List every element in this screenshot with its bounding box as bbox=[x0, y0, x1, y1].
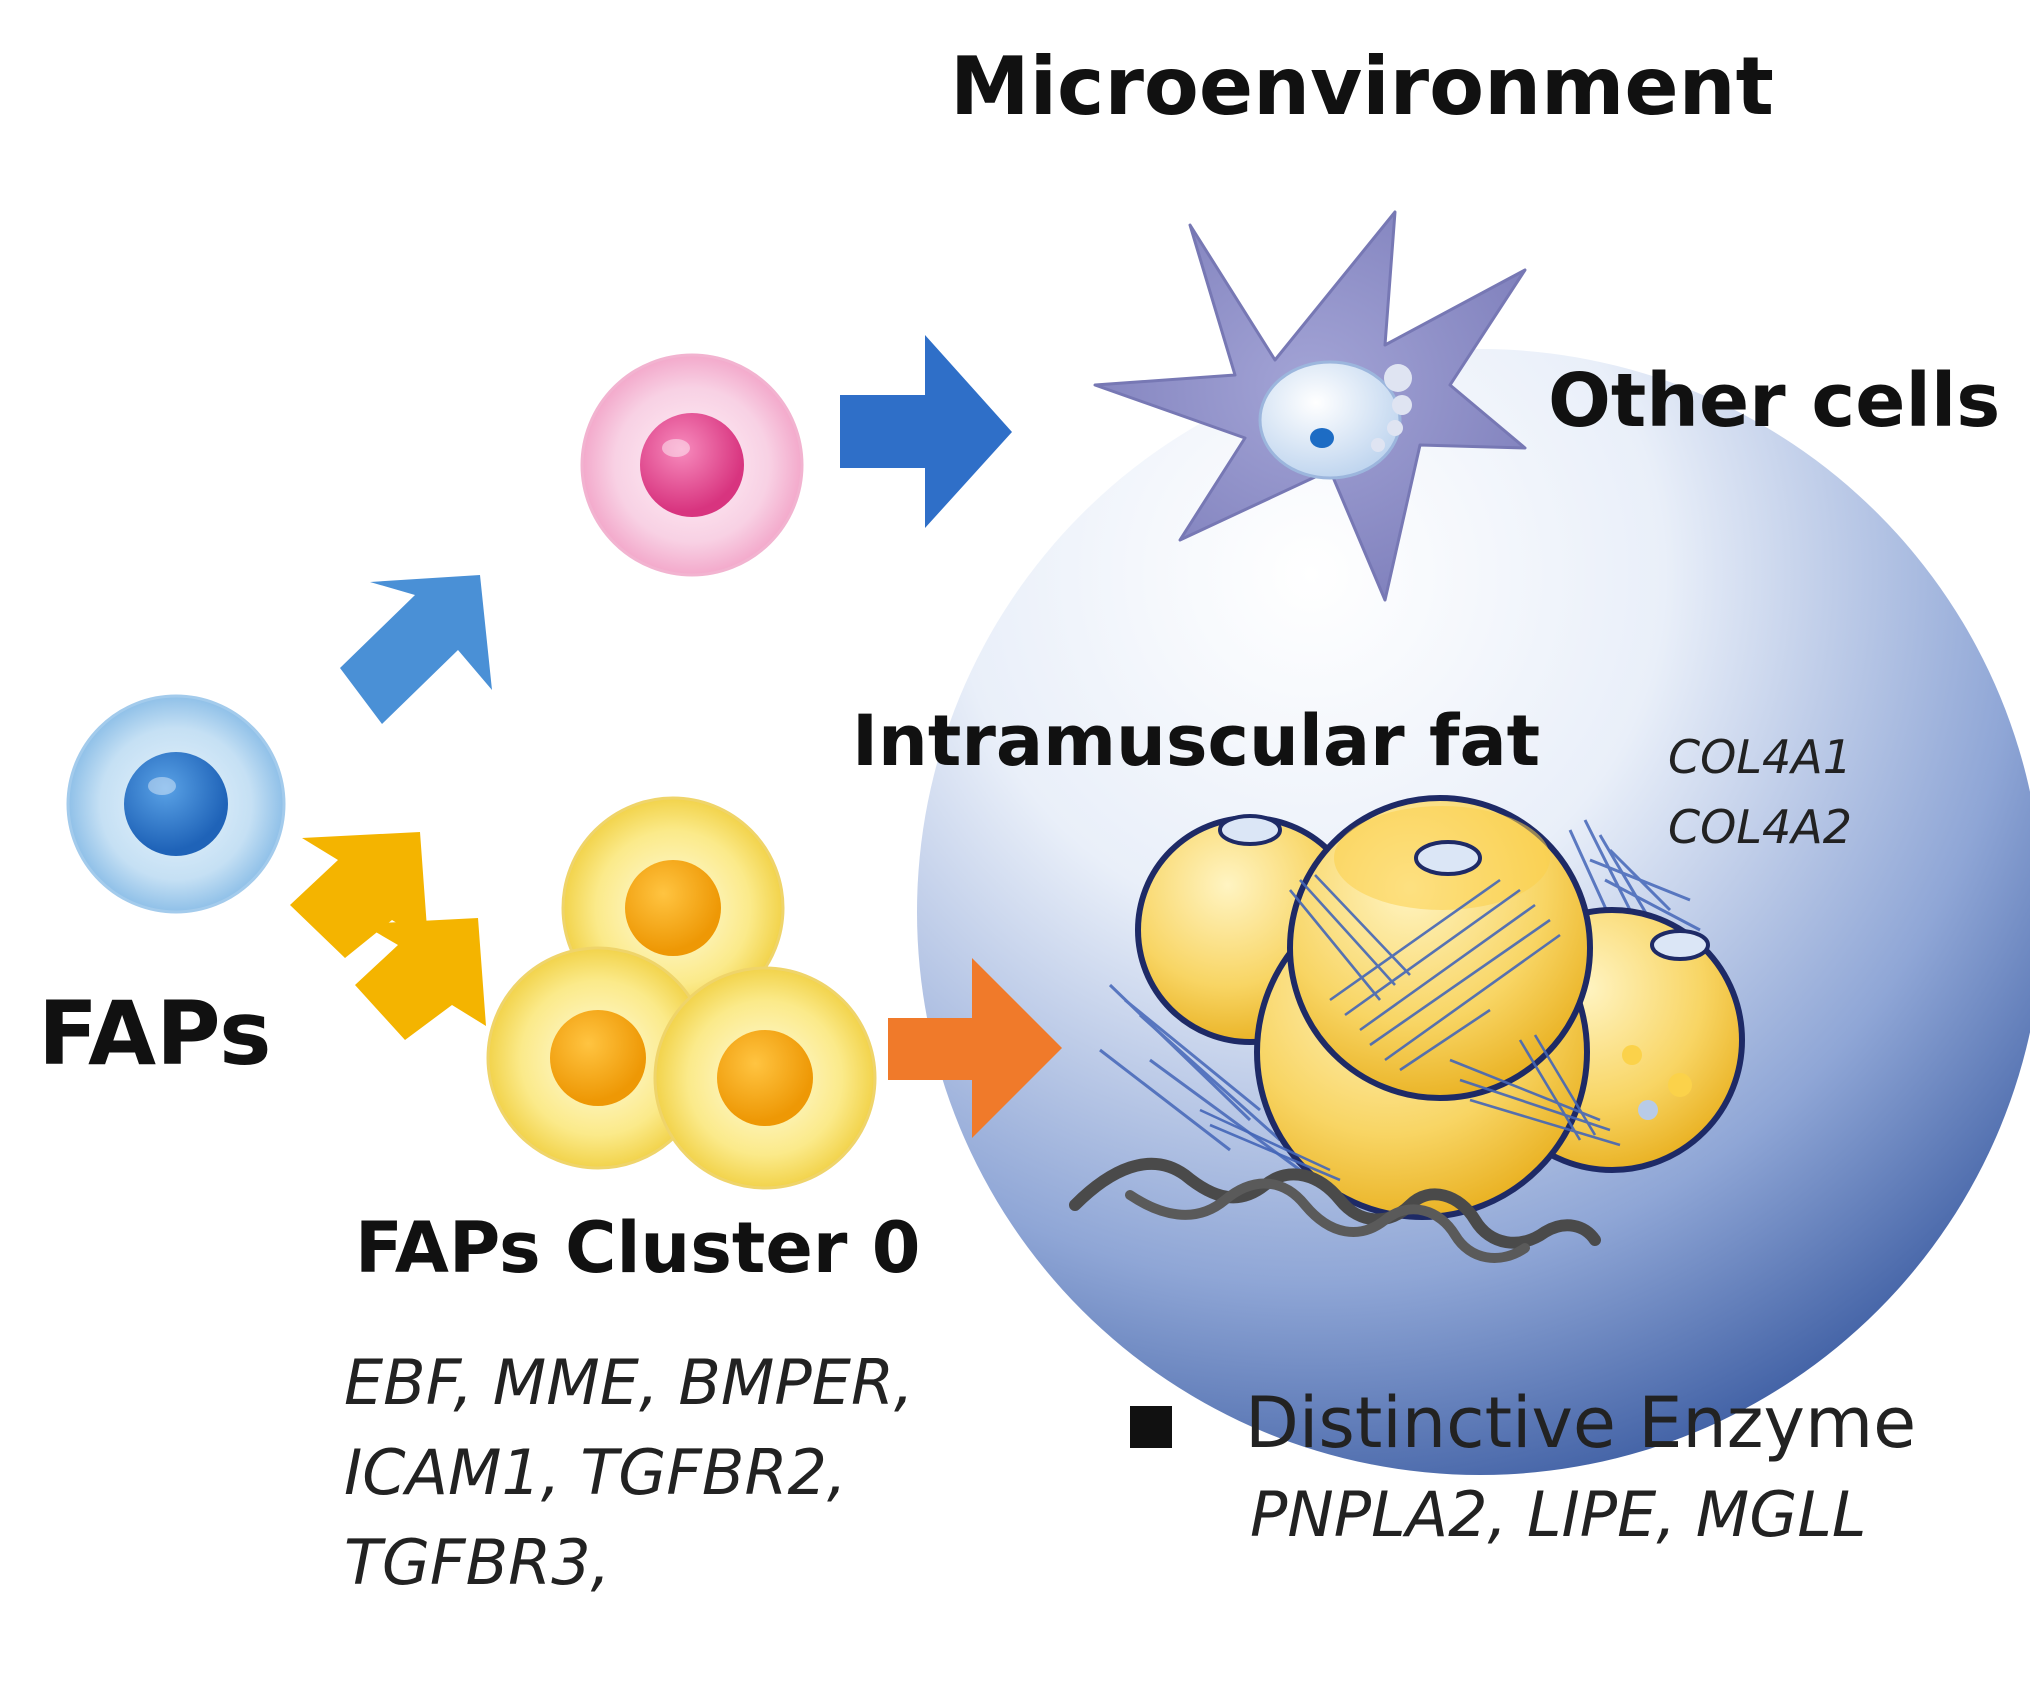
intramuscular-fat-icon bbox=[1069, 795, 1745, 1263]
intramuscular-fat-label: Intramuscular fat bbox=[852, 700, 1541, 782]
other-cells-label: Other cells bbox=[1548, 358, 2001, 444]
arrow-to-intramuscular-fat bbox=[888, 958, 1062, 1138]
legend-square-marker bbox=[1130, 1406, 1172, 1448]
faps-cluster-label: FAPs Cluster 0 bbox=[355, 1207, 921, 1289]
arrow-faps-to-yellow-2 bbox=[355, 918, 486, 1040]
collagen-genes: COL4A1 COL4A2 bbox=[1668, 722, 1852, 862]
title-label: Microenvironment bbox=[950, 40, 1774, 133]
legend-label: Distinctive Enzyme bbox=[1245, 1382, 1917, 1464]
arrow-faps-to-pink bbox=[340, 575, 492, 724]
collagen-gene-1: COL4A1 bbox=[1668, 730, 1852, 784]
cluster-genes: EBF, MME, BMPER, ICAM1, TGFBR2, TGFBR3, bbox=[344, 1338, 914, 1608]
other-cell-icon bbox=[1093, 210, 1527, 602]
faps-label: FAPs bbox=[38, 982, 272, 1085]
cluster-gene-line-3: TGFBR3, bbox=[344, 1526, 611, 1599]
cluster-gene-line-2: ICAM1, TGFBR2, bbox=[344, 1436, 847, 1509]
arrow-to-other-cells bbox=[840, 335, 1012, 528]
cluster-gene-line-1: EBF, MME, BMPER, bbox=[344, 1346, 914, 1419]
arrow-faps-to-yellow-1 bbox=[290, 832, 428, 958]
faps-cluster0-cells-icon bbox=[486, 796, 877, 1190]
collagen-gene-2: COL4A2 bbox=[1668, 800, 1852, 854]
pink-cell-icon bbox=[580, 353, 804, 577]
enzyme-genes: PNPLA2, LIPE, MGLL bbox=[1250, 1478, 1867, 1551]
faps-cell-icon bbox=[66, 694, 286, 914]
